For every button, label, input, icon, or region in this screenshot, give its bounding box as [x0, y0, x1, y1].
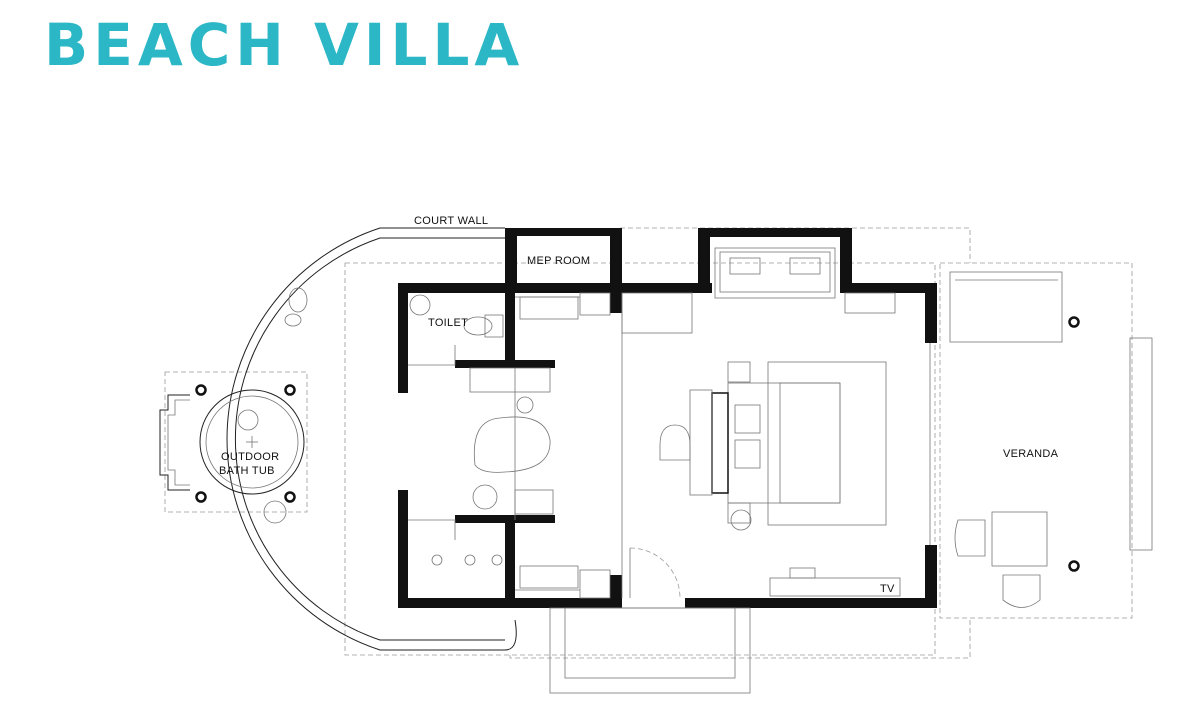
daybed	[949, 271, 1063, 343]
outdoor-bath-area: OUTDOOR BATH TUB	[159, 287, 308, 524]
sofa	[714, 247, 836, 299]
bed	[727, 382, 841, 504]
walls	[398, 228, 937, 608]
rug	[767, 361, 887, 526]
entry-door	[549, 547, 751, 694]
pebble-bathtub	[473, 416, 551, 473]
light-fixture	[284, 384, 296, 396]
light-fixture	[195, 491, 207, 503]
bath-tub	[199, 389, 305, 495]
outdoor-bath-label-2: BATH TUB	[219, 465, 275, 477]
mep-room-label: MEP ROOM	[527, 255, 590, 267]
plant	[730, 509, 752, 531]
toilet-label: TOILET	[428, 317, 468, 329]
court-wall: COURT WALL	[226, 215, 517, 651]
interior-lines	[514, 292, 931, 599]
shower-room	[408, 484, 554, 566]
veranda-label: VERANDA	[1003, 448, 1059, 460]
light-fixture	[284, 491, 296, 503]
light-fixture	[195, 384, 207, 396]
light-fixture	[1068, 560, 1080, 572]
nightstand	[727, 361, 751, 383]
page-title: BEACH VILLA	[44, 11, 525, 79]
washbasin	[514, 489, 554, 515]
veranda: VERANDA	[949, 271, 1153, 608]
court-wall-label: COURT WALL	[414, 215, 488, 227]
veranda-chair	[1002, 574, 1041, 608]
mep-room: MEP ROOM	[527, 255, 590, 267]
minibar	[844, 292, 896, 314]
toilet-room: TOILET	[408, 294, 551, 414]
outdoor-bath-label-1: OUTDOOR	[221, 451, 279, 463]
tv-label: TV	[880, 583, 895, 595]
bedroom	[659, 361, 887, 531]
vanity	[469, 367, 551, 393]
headboard	[711, 392, 729, 494]
wardrobes	[519, 296, 579, 589]
veranda-table	[991, 511, 1048, 567]
desk-chair	[659, 424, 691, 461]
tv-console: TV	[769, 567, 901, 597]
veranda-chair	[954, 519, 986, 557]
nightstand	[727, 502, 751, 524]
light-fixture	[1068, 316, 1080, 328]
toilet-fixture	[484, 314, 504, 338]
